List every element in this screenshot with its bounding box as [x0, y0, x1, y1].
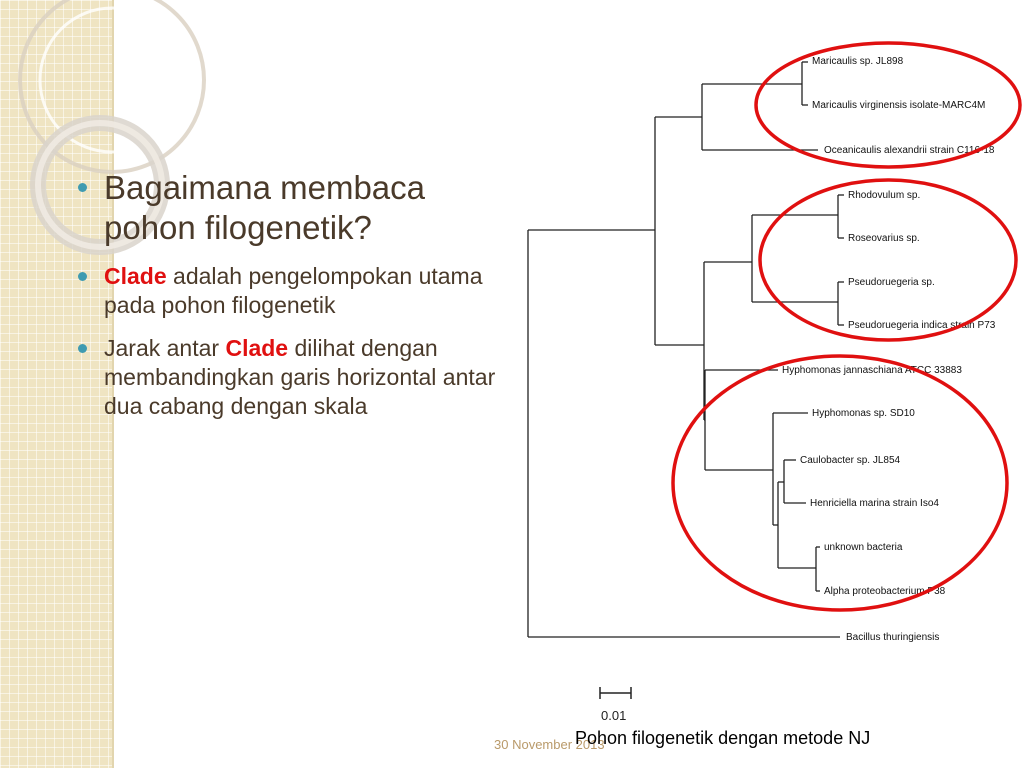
clade-term: Clade	[104, 263, 167, 289]
bullet-dot-icon	[78, 183, 87, 192]
taxon-label: Hyphomonas sp. SD10	[812, 408, 915, 419]
bullet-question: Bagaimana membaca pohon filogenetik?	[78, 168, 498, 248]
scale-bar	[599, 687, 632, 699]
taxon-label: Alpha proteobacterium P38	[824, 586, 946, 597]
taxon-label: unknown bacteria	[824, 542, 903, 553]
taxon-label: Pseudoruegeria sp.	[848, 277, 935, 288]
bullet-dot-icon	[78, 272, 87, 281]
taxon-label: Rhodovulum sp.	[848, 190, 920, 201]
bullet-list: Bagaimana membaca pohon filogenetik? Cla…	[78, 168, 498, 435]
taxon-label: Oceanicaulis alexandrii strain C116-18	[824, 145, 995, 156]
clade-term: Clade	[225, 335, 289, 361]
clade-distance-post: dilihat dengan membandingkan garis horiz…	[104, 335, 496, 419]
taxon-label: Pseudoruegeria indica strain P73	[848, 320, 996, 331]
taxon-label: Bacillus thuringiensis	[846, 632, 939, 643]
taxon-label: Maricaulis virginensis isolate-MARC4M	[812, 100, 985, 111]
clade-distance-pre: Jarak antar	[104, 335, 226, 361]
clade-highlight-ellipses	[671, 41, 1022, 612]
taxon-label: Caulobacter sp. JL854	[800, 455, 901, 466]
clade-definition-text: adalah pengelompokan utama pada pohon fi…	[104, 263, 483, 318]
taxon-label: Hyphomonas jannaschiana ATCC 33883	[782, 365, 962, 376]
figure-caption: Pohon filogenetik dengan metode NJ	[575, 728, 871, 748]
taxon-label: Henriciella marina strain Iso4	[810, 498, 939, 509]
clade-highlight-bottom	[671, 354, 1009, 612]
tree-branches	[527, 61, 844, 638]
taxon-label: Roseovarius sp.	[848, 233, 920, 244]
decorative-strip-edge	[112, 0, 114, 768]
scale-bar-label: 0.01	[601, 708, 626, 723]
bullet-question-text: Bagaimana membaca pohon filogenetik?	[104, 169, 426, 246]
bullet-clade-definition: Clade adalah pengelompokan utama pada po…	[78, 262, 498, 320]
slide-date: 30 November 2013	[494, 737, 605, 752]
clade-highlight-top	[754, 41, 1022, 169]
bullet-clade-distance: Jarak antar Clade dilihat dengan memband…	[78, 334, 498, 421]
bullet-dot-icon	[78, 344, 87, 353]
taxon-label: Maricaulis sp. JL898	[812, 56, 904, 67]
decorative-rings	[18, 0, 206, 255]
clade-highlight-middle	[758, 178, 1018, 342]
